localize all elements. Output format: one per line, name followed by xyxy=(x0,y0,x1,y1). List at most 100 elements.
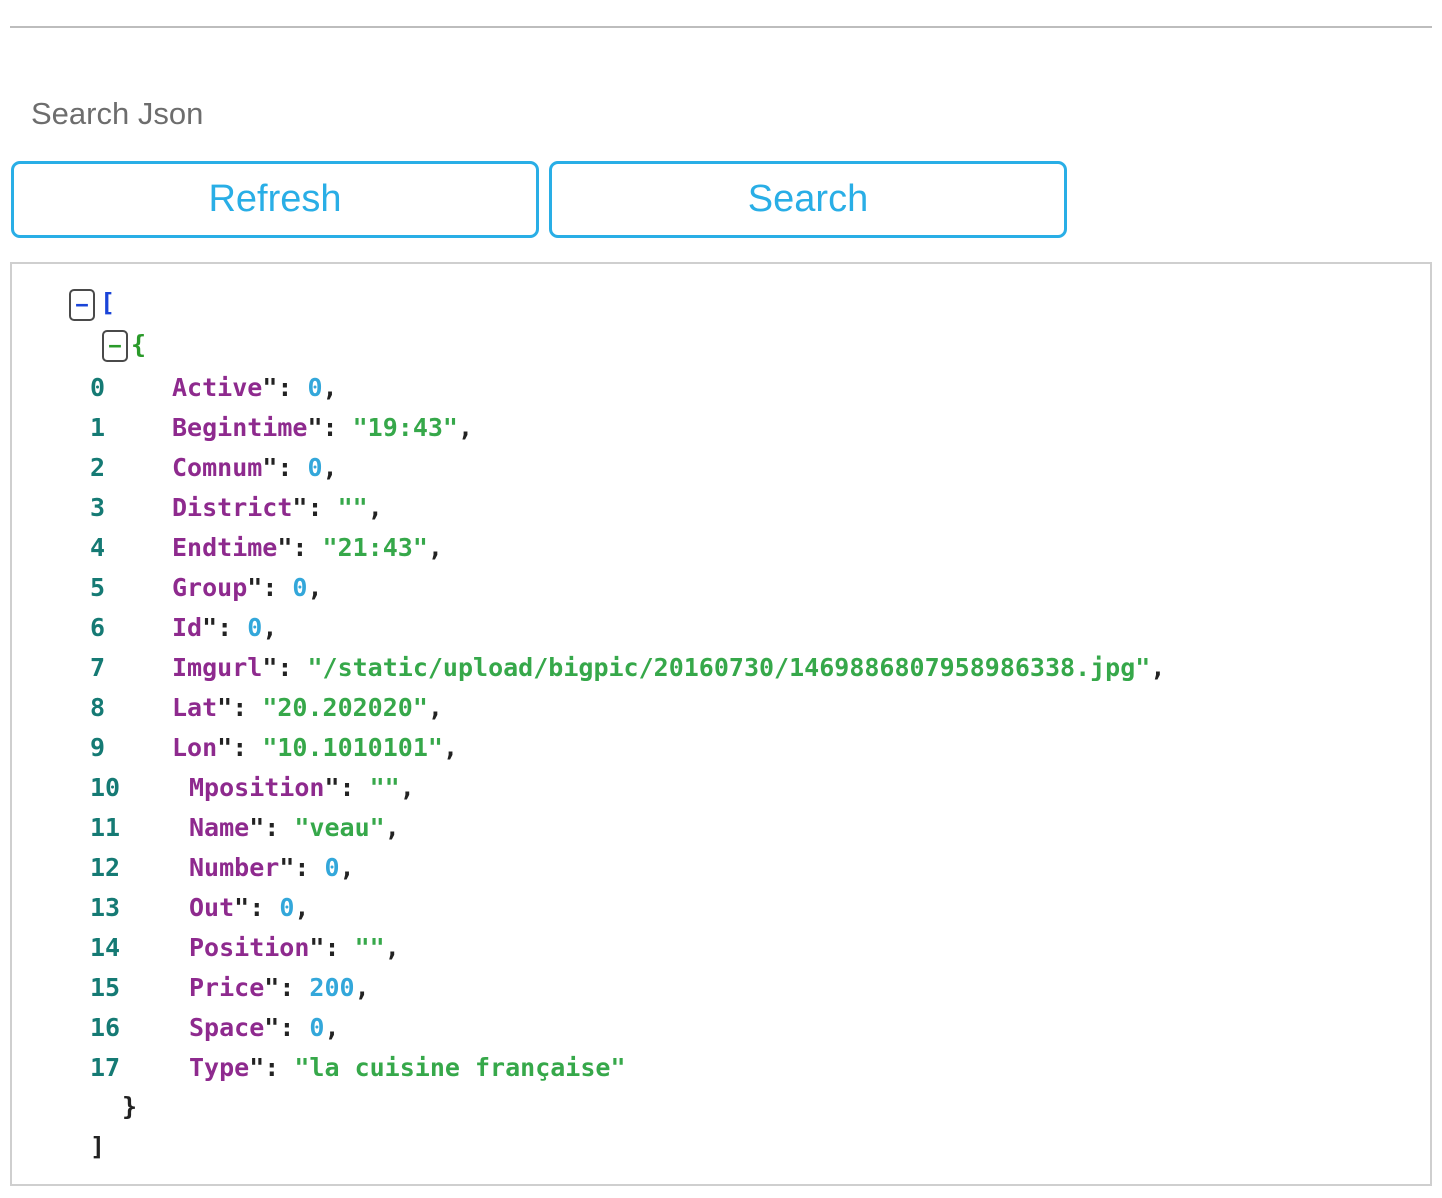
json-value: 0 xyxy=(307,453,323,482)
section-label: Search Json xyxy=(31,96,204,131)
json-key: Id xyxy=(172,613,203,642)
json-value: "20.202020" xyxy=(262,693,428,722)
json-value: "la cuisine française" xyxy=(294,1053,626,1082)
row-content: Mposition": "", xyxy=(189,768,415,808)
row-index: 8 xyxy=(90,693,106,722)
trailing-comma: , xyxy=(322,453,338,482)
row-content: Number": 0, xyxy=(189,848,355,888)
row-content: Name": "veau", xyxy=(189,808,400,848)
row-index: 13 xyxy=(90,893,121,922)
trailing-comma: , xyxy=(457,413,474,442)
json-key: Begintime xyxy=(172,413,308,442)
array-close-bracket: ] xyxy=(90,1132,106,1161)
trailing-comma: , xyxy=(367,493,383,522)
key-separator: ": xyxy=(309,933,355,962)
key-separator: ": xyxy=(202,613,248,642)
trailing-comma: , xyxy=(399,773,415,802)
json-key: District xyxy=(172,493,293,522)
row-index: 10 xyxy=(90,773,121,802)
collapse-object-toggle[interactable]: − xyxy=(102,330,128,362)
json-value: 200 xyxy=(309,973,355,1002)
row-index: 6 xyxy=(90,613,106,642)
key-separator: ": xyxy=(307,413,353,442)
key-separator: ": xyxy=(217,693,263,722)
row-index: 14 xyxy=(90,933,121,962)
json-value: 0 xyxy=(279,893,295,922)
json-value: "" xyxy=(354,933,385,962)
json-key: Group xyxy=(172,573,248,602)
key-separator: ": xyxy=(262,653,308,682)
array-open-bracket: [ xyxy=(100,288,116,317)
trailing-comma: , xyxy=(427,533,443,562)
json-value: 0 xyxy=(247,613,263,642)
json-key: Active xyxy=(172,373,263,402)
json-key: Space xyxy=(189,1013,265,1042)
key-separator: ": xyxy=(279,853,325,882)
json-key: Imgurl xyxy=(172,653,263,682)
top-divider xyxy=(10,26,1432,28)
row-index: 16 xyxy=(90,1013,121,1042)
json-key: Lat xyxy=(172,693,218,722)
row-content: Comnum": 0, xyxy=(172,448,338,488)
key-separator: ": xyxy=(234,893,280,922)
key-separator: ": xyxy=(249,813,295,842)
row-index: 15 xyxy=(90,973,121,1002)
trailing-comma: , xyxy=(324,1013,340,1042)
trailing-comma: , xyxy=(427,693,443,722)
row-content: Id": 0, xyxy=(172,608,277,648)
row-index: 12 xyxy=(90,853,121,882)
row-index: 3 xyxy=(90,493,106,522)
json-key: Mposition xyxy=(189,773,325,802)
key-separator: ": xyxy=(262,453,308,482)
row-index: 0 xyxy=(90,373,106,402)
row-content: Group": 0, xyxy=(172,568,323,608)
json-key: Position xyxy=(189,933,310,962)
json-value: 0 xyxy=(307,373,323,402)
json-value: 0 xyxy=(309,1013,325,1042)
trailing-comma: , xyxy=(322,373,338,402)
json-value: "" xyxy=(369,773,400,802)
key-separator: ": xyxy=(262,373,308,402)
row-content: Endtime": "21:43", xyxy=(172,528,443,568)
json-key: Type xyxy=(189,1053,250,1082)
row-index: 5 xyxy=(90,573,106,602)
json-value: "19:43" xyxy=(352,413,458,442)
row-index: 7 xyxy=(90,653,106,682)
row-content: District": "", xyxy=(172,488,383,528)
json-value: "21:43" xyxy=(322,533,428,562)
json-value: 0 xyxy=(324,853,340,882)
refresh-button[interactable]: Refresh xyxy=(11,161,539,238)
json-value: 0 xyxy=(292,573,308,602)
trailing-comma: , xyxy=(307,573,323,602)
key-separator: ": xyxy=(247,573,293,602)
json-key: Out xyxy=(189,893,235,922)
row-content: Out": 0, xyxy=(189,888,309,928)
json-key: Price xyxy=(189,973,265,1002)
row-content: Active": 0, xyxy=(172,368,338,408)
json-value: "10.1010101" xyxy=(262,733,443,762)
row-index: 2 xyxy=(90,453,106,482)
row-content: Space": 0, xyxy=(189,1008,340,1048)
row-content: Imgurl": "/static/upload/bigpic/20160730… xyxy=(172,648,1165,688)
key-separator: ": xyxy=(264,973,310,1002)
row-index: 1 xyxy=(90,413,106,442)
trailing-comma: , xyxy=(384,813,400,842)
json-key: Name xyxy=(189,813,250,842)
row-content: Lat": "20.202020", xyxy=(172,688,443,728)
json-key: Endtime xyxy=(172,533,278,562)
key-separator: ": xyxy=(324,773,370,802)
json-value: "/static/upload/bigpic/20160730/14698868… xyxy=(307,653,1151,682)
trailing-comma: , xyxy=(384,933,400,962)
search-button[interactable]: Search xyxy=(549,161,1067,238)
collapse-array-toggle[interactable]: − xyxy=(69,289,95,321)
row-content: Price": 200, xyxy=(189,968,370,1008)
row-content: Lon": "10.1010101", xyxy=(172,728,458,768)
row-content: Position": "", xyxy=(189,928,400,968)
row-index: 9 xyxy=(90,733,106,762)
trailing-comma: , xyxy=(339,853,355,882)
json-key: Comnum xyxy=(172,453,263,482)
key-separator: ": xyxy=(277,533,323,562)
key-separator: ": xyxy=(292,493,338,522)
trailing-comma: , xyxy=(354,973,370,1002)
